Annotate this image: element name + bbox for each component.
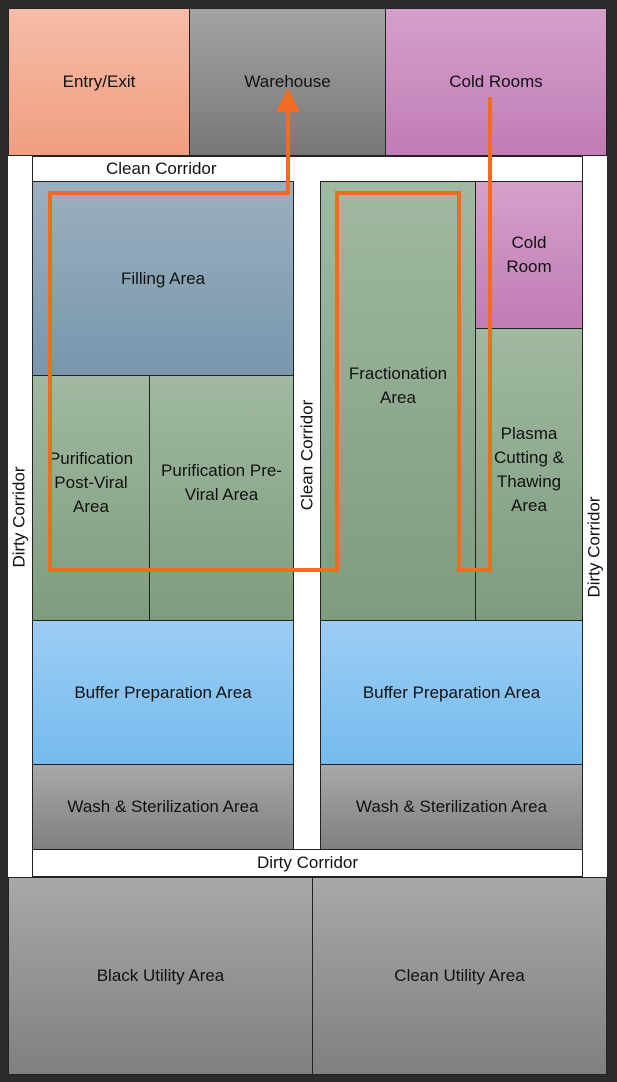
purification-pre-viral-area: Purification Pre-Viral Area xyxy=(149,375,294,621)
fractionation-area-label: Fractionation Area xyxy=(348,364,448,407)
clean-utility-label: Clean Utility Area xyxy=(394,966,525,985)
wash-sterilization-area-left: Wash & Sterilization Area xyxy=(32,764,294,850)
cold-room: Cold Room xyxy=(475,181,583,329)
clean-corridor-top-label: Clean Corridor xyxy=(106,159,217,178)
wash-left-label: Wash & Sterilization Area xyxy=(67,797,259,816)
wash-right-label: Wash & Sterilization Area xyxy=(355,797,548,816)
black-utility-label: Black Utility Area xyxy=(96,966,225,985)
plasma-cutting-thawing-area: Plasma Cutting & Thawing Area xyxy=(475,328,583,621)
entry-exit-label: Entry/Exit xyxy=(62,72,136,91)
wash-sterilization-area-right: Wash & Sterilization Area xyxy=(320,764,583,850)
dirty-corridor-left: Dirty Corridor xyxy=(8,156,32,877)
purification-pre-viral-label: Purification Pre-Viral Area xyxy=(161,461,282,504)
buffer-prep-right-label: Buffer Preparation Area xyxy=(362,682,541,702)
cold-rooms-label: Cold Rooms xyxy=(449,72,543,91)
buffer-preparation-area-left: Buffer Preparation Area xyxy=(32,620,294,765)
filling-area: Filling Area xyxy=(32,181,294,376)
dirty-corridor-bottom-label: Dirty Corridor xyxy=(256,853,359,872)
clean-utility-area: Clean Utility Area xyxy=(312,877,607,1075)
black-utility-area: Black Utility Area xyxy=(8,877,313,1075)
cold-rooms-room: Cold Rooms xyxy=(385,8,607,156)
entry-exit-room: Entry/Exit xyxy=(8,8,190,156)
plasma-cutting-label: Plasma Cutting & Thawing Area xyxy=(494,423,564,515)
material-flow-path xyxy=(48,88,492,572)
dirty-corridor-right: Dirty Corridor xyxy=(583,156,607,877)
purification-post-viral-label: Purification Post-Viral Area xyxy=(48,449,134,516)
cold-room-label: Cold Room xyxy=(506,233,552,276)
dirty-corridor-bottom: Dirty Corridor xyxy=(32,849,583,877)
filling-area-label: Filling Area xyxy=(120,268,206,288)
clean-corridor-vertical: Clean Corridor xyxy=(293,181,321,849)
buffer-preparation-area-right: Buffer Preparation Area xyxy=(320,620,583,765)
buffer-prep-left-label: Buffer Preparation Area xyxy=(74,682,252,702)
warehouse-label: Warehouse xyxy=(244,72,331,91)
fractionation-area: Fractionation Area xyxy=(320,181,476,621)
